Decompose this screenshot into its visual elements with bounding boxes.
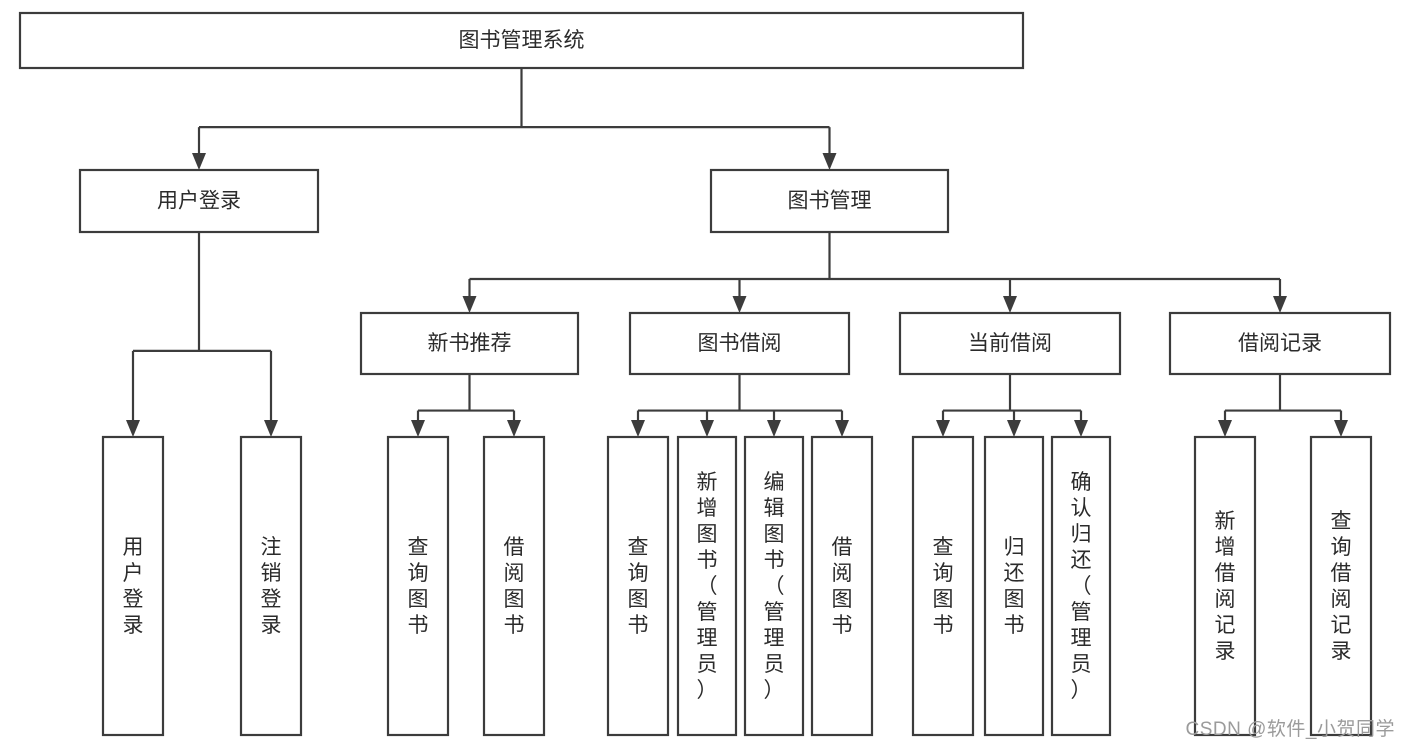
node-leaf-confirm-return-admin[interactable]: 确认归还（管理员） — [1050, 435, 1112, 737]
node-label-leaf-confirm-return-admin: 确认归还（管理员） — [1071, 471, 1092, 702]
arrow-head-icon — [1003, 296, 1017, 313]
node-box-book-borrow — [628, 311, 851, 376]
node-box-leaf-query-book-current — [911, 435, 975, 737]
node-leaf-borrow-book-recommend[interactable]: 借阅图书 — [482, 435, 546, 737]
node-box-user-login — [78, 168, 320, 234]
node-box-leaf-query-book-recommend — [386, 435, 450, 737]
node-leaf-add-borrow-record[interactable]: 新增借阅记录 — [1193, 435, 1257, 737]
node-leaf-add-book-admin[interactable]: 新增图书（管理员） — [676, 435, 738, 737]
node-label-user-login: 用户登录 — [157, 190, 241, 213]
connector-group-root — [192, 68, 837, 170]
connector-group-new-book-recommend — [411, 374, 521, 437]
node-box-borrow-record — [1168, 311, 1392, 376]
arrow-head-icon — [732, 296, 747, 313]
node-box-leaf-logout — [239, 435, 303, 737]
node-label-leaf-add-borrow-record: 新增借阅记录 — [1215, 510, 1236, 663]
node-leaf-return-book[interactable]: 归还图书 — [983, 435, 1045, 737]
arrow-head-icon — [1007, 420, 1021, 437]
arrow-head-icon — [1273, 296, 1287, 313]
arrow-head-icon — [631, 420, 645, 437]
node-label-leaf-query-book-current: 查询图书 — [933, 536, 954, 637]
node-leaf-user-login[interactable]: 用户登录 — [101, 435, 165, 737]
arrow-head-icon — [462, 296, 477, 313]
arrow-head-icon — [936, 420, 950, 437]
arrow-head-icon — [507, 420, 521, 437]
arrow-head-icon — [1334, 420, 1348, 437]
node-label-current-borrow: 当前借阅 — [968, 332, 1052, 355]
node-box-book-management — [709, 168, 950, 234]
node-label-leaf-logout: 注销登录 — [261, 536, 282, 637]
node-leaf-borrow-book[interactable]: 借阅图书 — [810, 435, 874, 737]
node-book-management[interactable]: 图书管理 — [709, 168, 950, 234]
node-label-new-book-recommend: 新书推荐 — [428, 332, 512, 355]
node-box-leaf-borrow-book — [810, 435, 874, 737]
arrow-head-icon — [1218, 420, 1232, 437]
node-leaf-query-book-current[interactable]: 查询图书 — [911, 435, 975, 737]
node-user-login[interactable]: 用户登录 — [78, 168, 320, 234]
node-label-leaf-return-book: 归还图书 — [1004, 536, 1025, 637]
node-label-leaf-query-book-recommend: 查询图书 — [408, 536, 429, 637]
node-box-root — [18, 11, 1025, 70]
node-current-borrow[interactable]: 当前借阅 — [898, 311, 1122, 376]
nodes-layer: 图书管理系统用户登录图书管理新书推荐图书借阅当前借阅借阅记录用户登录注销登录查询… — [18, 11, 1392, 737]
connector-group-book-management — [462, 232, 1287, 313]
node-label-borrow-record: 借阅记录 — [1238, 332, 1322, 355]
node-root[interactable]: 图书管理系统 — [18, 11, 1025, 70]
arrow-head-icon — [767, 420, 781, 437]
node-box-leaf-query-book-borrow — [606, 435, 670, 737]
node-label-book-borrow: 图书借阅 — [698, 332, 782, 355]
node-box-leaf-edit-book-admin — [743, 435, 805, 737]
node-label-leaf-query-book-borrow: 查询图书 — [628, 536, 649, 637]
connector-group-borrow-record — [1218, 374, 1348, 437]
node-leaf-edit-book-admin[interactable]: 编辑图书（管理员） — [743, 435, 805, 737]
node-label-leaf-borrow-book-recommend: 借阅图书 — [504, 536, 525, 637]
arrow-head-icon — [411, 420, 425, 437]
node-leaf-query-book-borrow[interactable]: 查询图书 — [606, 435, 670, 737]
node-box-leaf-add-book-admin — [676, 435, 738, 737]
arrow-head-icon — [700, 420, 714, 437]
node-box-leaf-query-borrow-record — [1309, 435, 1373, 737]
node-label-leaf-query-borrow-record: 查询借阅记录 — [1331, 510, 1352, 663]
node-box-new-book-recommend — [359, 311, 580, 376]
node-box-leaf-user-login — [101, 435, 165, 737]
node-box-leaf-confirm-return-admin — [1050, 435, 1112, 737]
node-box-leaf-borrow-book-recommend — [482, 435, 546, 737]
node-leaf-logout[interactable]: 注销登录 — [239, 435, 303, 737]
connector-group-current-borrow — [936, 374, 1088, 437]
connector-group-book-borrow — [631, 374, 849, 437]
arrow-head-icon — [1074, 420, 1088, 437]
node-label-leaf-user-login: 用户登录 — [123, 536, 144, 637]
connectors-layer — [126, 68, 1348, 437]
arrow-head-icon — [192, 153, 206, 170]
node-label-leaf-edit-book-admin: 编辑图书（管理员） — [764, 471, 785, 702]
node-leaf-query-borrow-record[interactable]: 查询借阅记录 — [1309, 435, 1373, 737]
node-label-root: 图书管理系统 — [459, 29, 585, 52]
node-label-leaf-borrow-book: 借阅图书 — [832, 536, 853, 637]
node-label-book-management: 图书管理 — [788, 190, 872, 213]
node-book-borrow[interactable]: 图书借阅 — [628, 311, 851, 376]
node-leaf-query-book-recommend[interactable]: 查询图书 — [386, 435, 450, 737]
node-box-current-borrow — [898, 311, 1122, 376]
arrow-head-icon — [264, 420, 278, 437]
connector-group-user-login — [126, 232, 278, 437]
node-borrow-record[interactable]: 借阅记录 — [1168, 311, 1392, 376]
arrow-head-icon — [126, 420, 140, 437]
node-box-leaf-add-borrow-record — [1193, 435, 1257, 737]
arrow-head-icon — [822, 153, 837, 170]
node-new-book-recommend[interactable]: 新书推荐 — [359, 311, 580, 376]
node-box-leaf-return-book — [983, 435, 1045, 737]
node-label-leaf-add-book-admin: 新增图书（管理员） — [697, 471, 718, 702]
arrow-head-icon — [835, 420, 849, 437]
